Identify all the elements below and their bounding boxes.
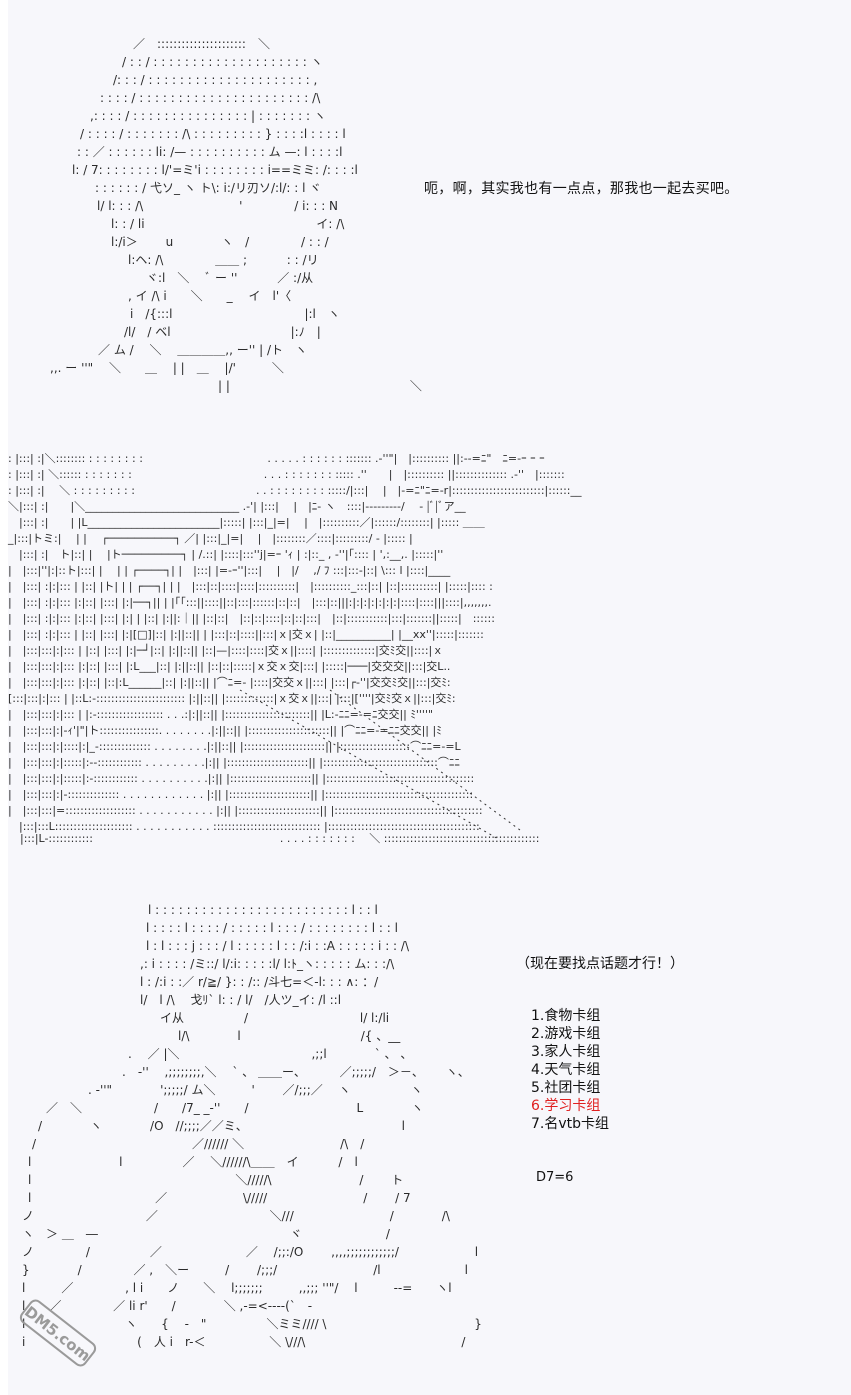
topic-option: 7.名vtb卡组 [531,1116,610,1132]
svg-text:: : : : / : : : : : : : : : :: : : : : / : : : : : : : : : : : : : : : … [100,91,321,105]
topic-option-selected: 6.学习卡组 [531,1098,601,1114]
svg-text:＼|:::| :| |＼_________________: ＼|:::| :| |＼____________________________… [8,500,466,513]
watermark-logo: DM5.com [19,1299,97,1367]
svg-text:l ／ \/////: l ／ \///// / / 7 [28,1191,411,1205]
page-background [8,0,851,1395]
svg-text:ノ / ／ ／ /;;:/O: ノ / ／ ／ /;;:/O ,,,,;;;;;;;;;;;;/ l [22,1245,478,1259]
svg-text:l : l : : : j : : : / l : : :: l : l : : : j : : : / l : : : : : l : : … [146,939,410,953]
svg-text:|:::|L-::::::::::::: |:::|L-:::::::::::: . . . . : : : : : : … [20,832,539,845]
svg-text:. -'' ,;;;;;;;;,＼ ` 、 ＿＿ー、: . -'' ,;;;;;;;;,＼ ` 、 ＿＿ー、 ／;;;;;/ ＞－、 ヽ… [122,1065,470,1079]
svg-text:|:::| :| ト|::| | |ト─────────┐: |:::| :| ト|::| | |ト─────────┐ | /.::| |:… [8,548,443,561]
svg-text:l/ l: : : /\ ' / i:: l/ l: : : /\ ' / i: : : N [97,199,338,213]
svg-text:／ :::::::::::::::::::::: ＼: ／ :::::::::::::::::::::: ＼ [133,37,270,51]
svg-text:| |:::|:::|:|::::|:|_-::::::::: | |:::|:::|:|::::|:|_-:::::::::::::: . .… [8,740,462,753]
svg-text:イ从 / l/ l:/li: イ从 / l/ l:/li [160,1011,389,1025]
svg-text:| |:::|:::|:|-:::::::::::::: .: | |:::|:::|:|-:::::::::::::: . . . . . .… [8,788,473,801]
svg-text:ヾ:l ＼ ﾞ ー '' ／ :/从: ヾ:l ＼ ﾞ ー '' ／ :/从 [146,271,313,285]
svg-text:l : : : : : : : : : : : : : :: l : : : : : : : : : : : : : : : : : : : … [148,903,378,917]
svg-text:: |:::| :|＼:::::::: : : : : :: : |:::| :|＼:::::::: : : : : : : : : . . … [8,452,545,465]
svg-text:i ( 人 i r-＜ ＼ \/: i ( 人 i r-＜ ＼ \///\ / [22,1335,466,1349]
svg-text:l/\ l /{ 、__: l/\ l /{ 、__ [178,1029,401,1043]
svg-text:l: / 7: : : : : : : : l/'=ミ'i: l: / 7: : : : : : : : l/'=ミ'i : : : : : … [72,163,358,177]
svg-text:| |:::|:::|:|:::::|:--::::::::: | |:::|:::|:|:::::|:--:::::::::::: . . .… [8,756,460,769]
svg-text:| |:::|:::|:|::: |:|::| |::|:L: | |:::|:::|:|::: |:|::| |::|:L______|::|… [8,675,451,689]
svg-text:| |:::|:::|=::::::::::::::::::: | |:::|:::|=::::::::::::::::::: . . . . … [8,804,483,817]
svg-text:: : : : : : / 弋ソ_ ヽ ト\: i:/リ刃ソ: : : : : : : / 弋ソ_ ヽ ト\: i:/リ刃ソ/:l/: : l … [95,181,321,195]
svg-text:l:/i＞ u ヽ / / : : /: l:/i＞ u ヽ / / : : / [111,235,330,249]
svg-text:l : : : : l : : : : / : : : :: l : : : : l : : : : / : : : : : l : : : … [146,921,398,935]
svg-text:| |:::|''|:|::ト|:::| | | | ┌─: | |:::|''|:|::ト|:::| | | | ┌────┐| | |::… [8,564,451,577]
svg-text:,: : : : / : : : : : : : : : :: ,: : : : / : : : : : : : : : : : : : : :… [90,109,326,123]
svg-text:l ／ ／ li r' / ＼ ,-=<-: l ／ ／ li r' / ＼ ,-=<----(` - [22,1299,312,1313]
watermark-text: DM5.com [21,1303,94,1365]
aa-hallway-panel: : |:::| :|＼:::::::: : : : : : : : : . . … [7,452,582,845]
svg-text:ヽ ＞ ＿ ― ヾ: ヽ ＞ ＿ ― ヾ / [22,1227,391,1241]
topic-option: 4.天气卡组 [531,1062,601,1078]
svg-text:: |:::| :| ＼:::::: : : : : : :: : |:::| :| ＼:::::: : : : : : : : . . . :… [8,468,565,481]
svg-text:, イ /\ i ＼ _ イ l'〈: , イ /\ i ＼ _ イ l'〈 [128,289,291,303]
svg-text:/ : : : : / : : : : : : : /\ :: / : : : : / : : : : : : : /\ : : : : : :… [80,127,346,141]
svg-text:. -''" ';;;;;/ ム＼ ' ／/;: . -''" ';;;;;/ ム＼ ' ／/;;;／ ヽ ヽ [88,1083,423,1097]
svg-text:l/ l /\ 戈ﾘ` l: : / l/ /人ツ_イ:: l/ l /\ 戈ﾘ` l: : / l/ /人ツ_イ: /l ::l [140,993,341,1007]
topic-option: 3.家人卡组 [531,1044,601,1060]
svg-text:l ＼/////\: l ＼/////\ / ト [28,1173,403,1187]
dialogue-text: 呃，啊，其实我也有一点点，那我也一起去买吧。 [424,181,739,197]
svg-text:/: : : / : : : : : : : : : : :: /: : : / : : : : : : : : : : : : : : : :… [113,73,317,87]
svg-text:: : ／ : : : : : : li: /— : : :: : : ／ : : : : : : li: /— : : : : : : : :… [77,145,342,159]
svg-text:l: : / li イ: /\: l: : / li イ: /\ [111,217,345,231]
svg-text:l : /:i : :／ r/≧/ }: : /:: /斗七: l : /:i : :／ r/≧/ }: : /:: /斗七=＜-l: : : … [140,975,379,989]
svg-text:_|:::|トミ:| | | ┌──────────┐: _|:::|トミ:| | | ┌──────────┐ ／| |:::|_|=|… [7,532,413,545]
svg-text:|:::|:::L:::::::::::::::::::::: |:::|:::L::::::::::::::::::::: . . . . .… [8,820,480,833]
svg-text:i /{:::l |:l ヽ: i /{:::l |:l ヽ [130,307,340,321]
svg-text:| |:::|:::|:|::: | |::| |:::|: | |:::|:::|:|::: | |::| |:::| |:|─┘|::| … [8,643,443,657]
svg-text:| |:::|:::|:|:::::|:-:::::::::: | |:::|:::|:|:::::|:-:::::::::::: . . . … [8,772,474,785]
svg-text:. ／ |＼ ,;;l ` 、: . ／ |＼ ,;;l ` 、 、 [128,1047,412,1061]
svg-text:/ : : / : : : : : : : : : : :: / : : / : : : : : : : : : : : : : : : : … [122,55,323,69]
svg-text:／ ム / ＼ ＿＿＿＿,, ー'' | /ト ヽ: ／ ム / ＼ ＿＿＿＿,, ー'' | /ト ヽ [98,343,307,357]
topic-option: 5.社团卡组 [531,1080,601,1096]
svg-text:l l ／ ＼//////\＿＿ イ: l l ／ ＼//////\＿＿ イ / l [28,1155,358,1169]
svg-text:| |:::| :|:|::: |:|::| |:::| |: | |:::| :|:|::: |:|::| |:::| |:| | |::| … [8,612,495,625]
svg-text:: |:::| :| ＼ : : : : : : : :: : |:::| :| ＼ : : : : : : : : : . . : : :… [8,484,582,497]
topic-options-list: 1.食物卡组 2.游戏卡组 3.家人卡组 4.天气卡组 5.社团卡组 6.学习卡… [531,1007,609,1133]
topic-option: 2.游戏卡组 [531,1026,601,1042]
svg-text:/l/ / ベl |:ﾉ |: /l/ / ベl |:ﾉ | [124,325,321,339]
thought-text: （现在要找点话题才行！） [516,956,684,972]
svg-text:| |:::| :|:|::: | |::| |:::| |: | |:::| :|:|::: | |::| |:::| |:|[□]|::| … [8,627,484,641]
svg-text:/ ヽ /O //;;;;／／ミ、: / ヽ /O //;;;;／／ミ、 l [38,1119,405,1133]
svg-text:／ ＼ / /7_ _-'' /: ／ ＼ / /7_ _-'' / L ヽ [46,1101,423,1115]
svg-text:l:ヘ: /\ ＿＿ ; : : /リ: l:ヘ: /\ ＿＿ ; : : /リ [128,253,319,267]
svg-text:l ヽ { - " ＼ミミ///: l ヽ { - " ＼ミミ//// \ } [22,1317,482,1331]
dice-result: D7=6 [536,1170,574,1185]
svg-text:|:::| :| | |L________________: |:::| :| | |L________________________|::… [8,516,485,529]
svg-text:| |:::|:::|:|::: | |:-::::::::: | |:::|:::|:|::: | |:-::::::::::::::::::… [8,707,433,721]
svg-text:| |:::|:::|:|::: |:|::| |:::|: | |:::|:::|:|::: |:|::| |:::| |:L___|::|… [8,659,450,673]
svg-text:/ ／////// ＼: / ／////// ＼ /\ / [32,1137,365,1151]
svg-text:[:::|:::|:|::: | |::L:-:::::::: [:::|:::|:|::: | |::L:-:::::::::::::::::… [8,691,456,705]
svg-text:} / ／ , ＼ー / /;;;/: } / ／ , ＼ー / /;;;/ /l l [22,1263,468,1277]
aa-character-panel: ／ :::::::::::::::::::::: ＼ / : : / : : :… [50,37,422,393]
topic-option: 1.食物卡组 [531,1008,601,1024]
svg-text:,,. ー ''" ＼ ＿ | | ＿ |/': ,,. ー ''" ＼ ＿ | | ＿ |/' ＼ [50,361,284,375]
svg-text:| | ＼: | | ＼ [218,379,422,393]
svg-text:ノ ／ ＼///: ノ ／ ＼/// / /\ [22,1209,451,1223]
svg-text:| |:::| :|:|::: |:|::| |:::| |: | |:::| :|:|::: |:|::| |:::| |:|──┐|| | … [8,596,492,609]
svg-text:l ／ , l i ノ ＼ l;;;;;;: l ／ , l i ノ ＼ l;;;;;;; ,,;;; ''"/ l --= … [22,1281,452,1295]
svg-text:| |:::| :|:|::: | |::| |ト| | |: | |:::| :|:|::: | |::| |ト| | | ┌──┐| | |… [8,580,493,593]
svg-text:,: i : : : : /ミ::/ l/:i: : : :: ,: i : : : : /ミ::/ l/:i: : : : :l/ l:ﾄ_ヽ… [140,957,395,971]
svg-text:| |:::|:::|:|-ｨ'|"|ト::::::::::: | |:::|:::|:|-ｨ'|"|ト::::::::::::::::. . … [8,723,442,737]
